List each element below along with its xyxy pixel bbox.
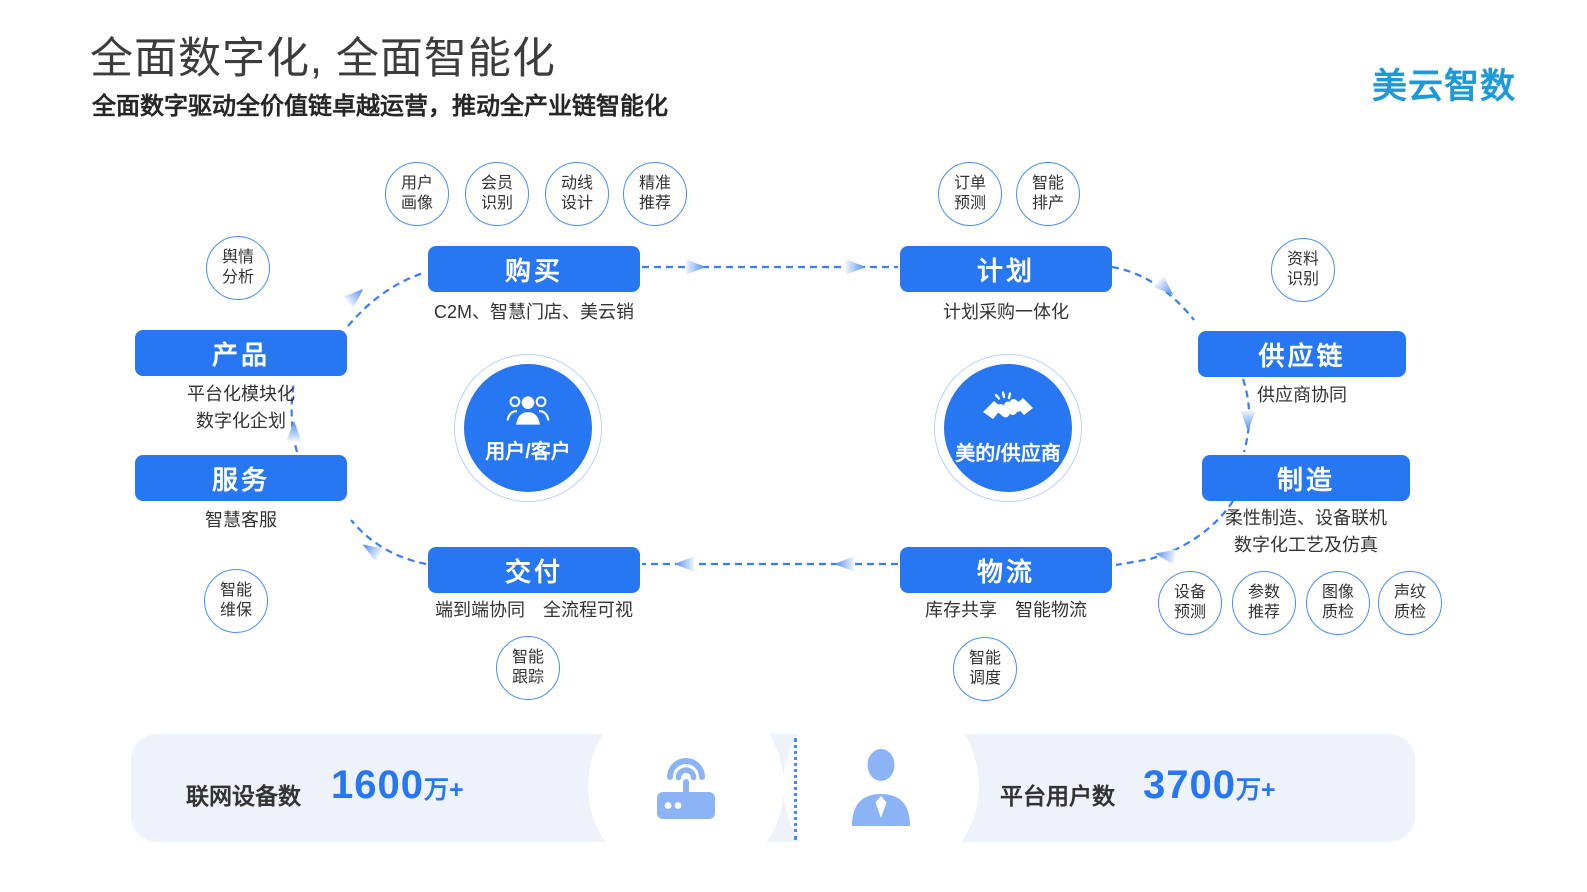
arrow-service-to-product — [290, 381, 299, 453]
bubble-order-forecast: 订单预测 — [938, 162, 1002, 226]
stats-bar-notch-right — [783, 688, 979, 884]
brand-logo: 美云智数 — [1372, 67, 1517, 106]
stage-plan-sub: 计划采购一体化 — [943, 302, 1069, 322]
stage-delivery: 交付 — [428, 547, 640, 593]
bubble-equipment-prediction: 设备预测 — [1158, 571, 1222, 635]
bubble-document-recognition: 资料识别 — [1271, 238, 1335, 302]
stage-supply-chain-sub: 供应商协同 — [1257, 385, 1347, 405]
bubble-smart-dispatch: 智能调度 — [953, 637, 1017, 701]
hub-users-customers: 用户/客户 — [454, 354, 602, 502]
arrow-delivery-to-service — [350, 519, 427, 566]
page-subtitle: 全面数字驱动全价值链卓越运营，推动全产业链智能化 — [92, 93, 668, 120]
bubble-route-design: 动线设计 — [545, 162, 609, 226]
bubble-user-profile: 用户画像 — [385, 162, 449, 226]
arrowheads — [286, 259, 1256, 572]
stage-service-sub: 智慧客服 — [205, 510, 277, 530]
stage-logistics: 物流 — [900, 547, 1112, 593]
bubble-smart-tracking: 智能跟踪 — [496, 636, 560, 700]
stage-manufacture-sub: 柔性制造、设备联机 数字化工艺及仿真 — [1225, 508, 1387, 555]
arrow-manufacture-to-logistics — [1115, 500, 1234, 567]
stage-service: 服务 — [135, 455, 347, 501]
stage-logistics-sub: 库存共享 智能物流 — [925, 600, 1087, 620]
bubble-precise-recommendation: 精准推荐 — [623, 162, 687, 226]
arrow-plan-to-supplychain — [1111, 265, 1195, 321]
bubble-voiceprint-inspection: 声纹质检 — [1378, 571, 1442, 635]
hub-midea-suppliers-label: 美的/供应商 — [955, 443, 1061, 465]
hub-midea-suppliers: 美的/供应商 — [934, 354, 1082, 502]
stage-manufacture: 制造 — [1202, 455, 1410, 501]
handshake-icon — [983, 391, 1033, 419]
stage-plan: 计划 — [900, 246, 1112, 292]
stage-buy-sub: C2M、智慧门店、美云销 — [433, 302, 635, 322]
bubble-parameter-recommendation: 参数推荐 — [1232, 571, 1296, 635]
bubble-image-inspection: 图像质检 — [1306, 571, 1370, 635]
people-group-icon — [506, 396, 550, 425]
user-icon — [852, 749, 910, 826]
bubble-member-recognition: 会员识别 — [465, 162, 529, 226]
page-title: 全面数字化, 全面智能化 — [90, 35, 556, 83]
hub-users-customers-label: 用户/客户 — [485, 441, 571, 463]
stage-product: 产品 — [135, 330, 347, 376]
stat-users-label: 平台用户数 — [1000, 783, 1115, 809]
bubble-sentiment-analysis: 舆情分析 — [206, 236, 270, 300]
stage-buy: 购买 — [428, 246, 640, 292]
stage-product-sub: 平台化模块化 数字化企划 — [187, 384, 295, 431]
bubble-smart-scheduling: 智能排产 — [1016, 162, 1080, 226]
router-wifi-icon — [657, 758, 715, 819]
stage-delivery-sub: 端到端协同 全流程可视 — [435, 600, 633, 620]
stage-supply-chain: 供应链 — [1198, 331, 1406, 377]
arrow-product-to-buy — [347, 270, 427, 327]
bubble-smart-maintenance: 智能维保 — [204, 569, 268, 633]
stats-divider — [794, 738, 797, 840]
stat-devices-label: 联网设备数 — [186, 783, 301, 809]
